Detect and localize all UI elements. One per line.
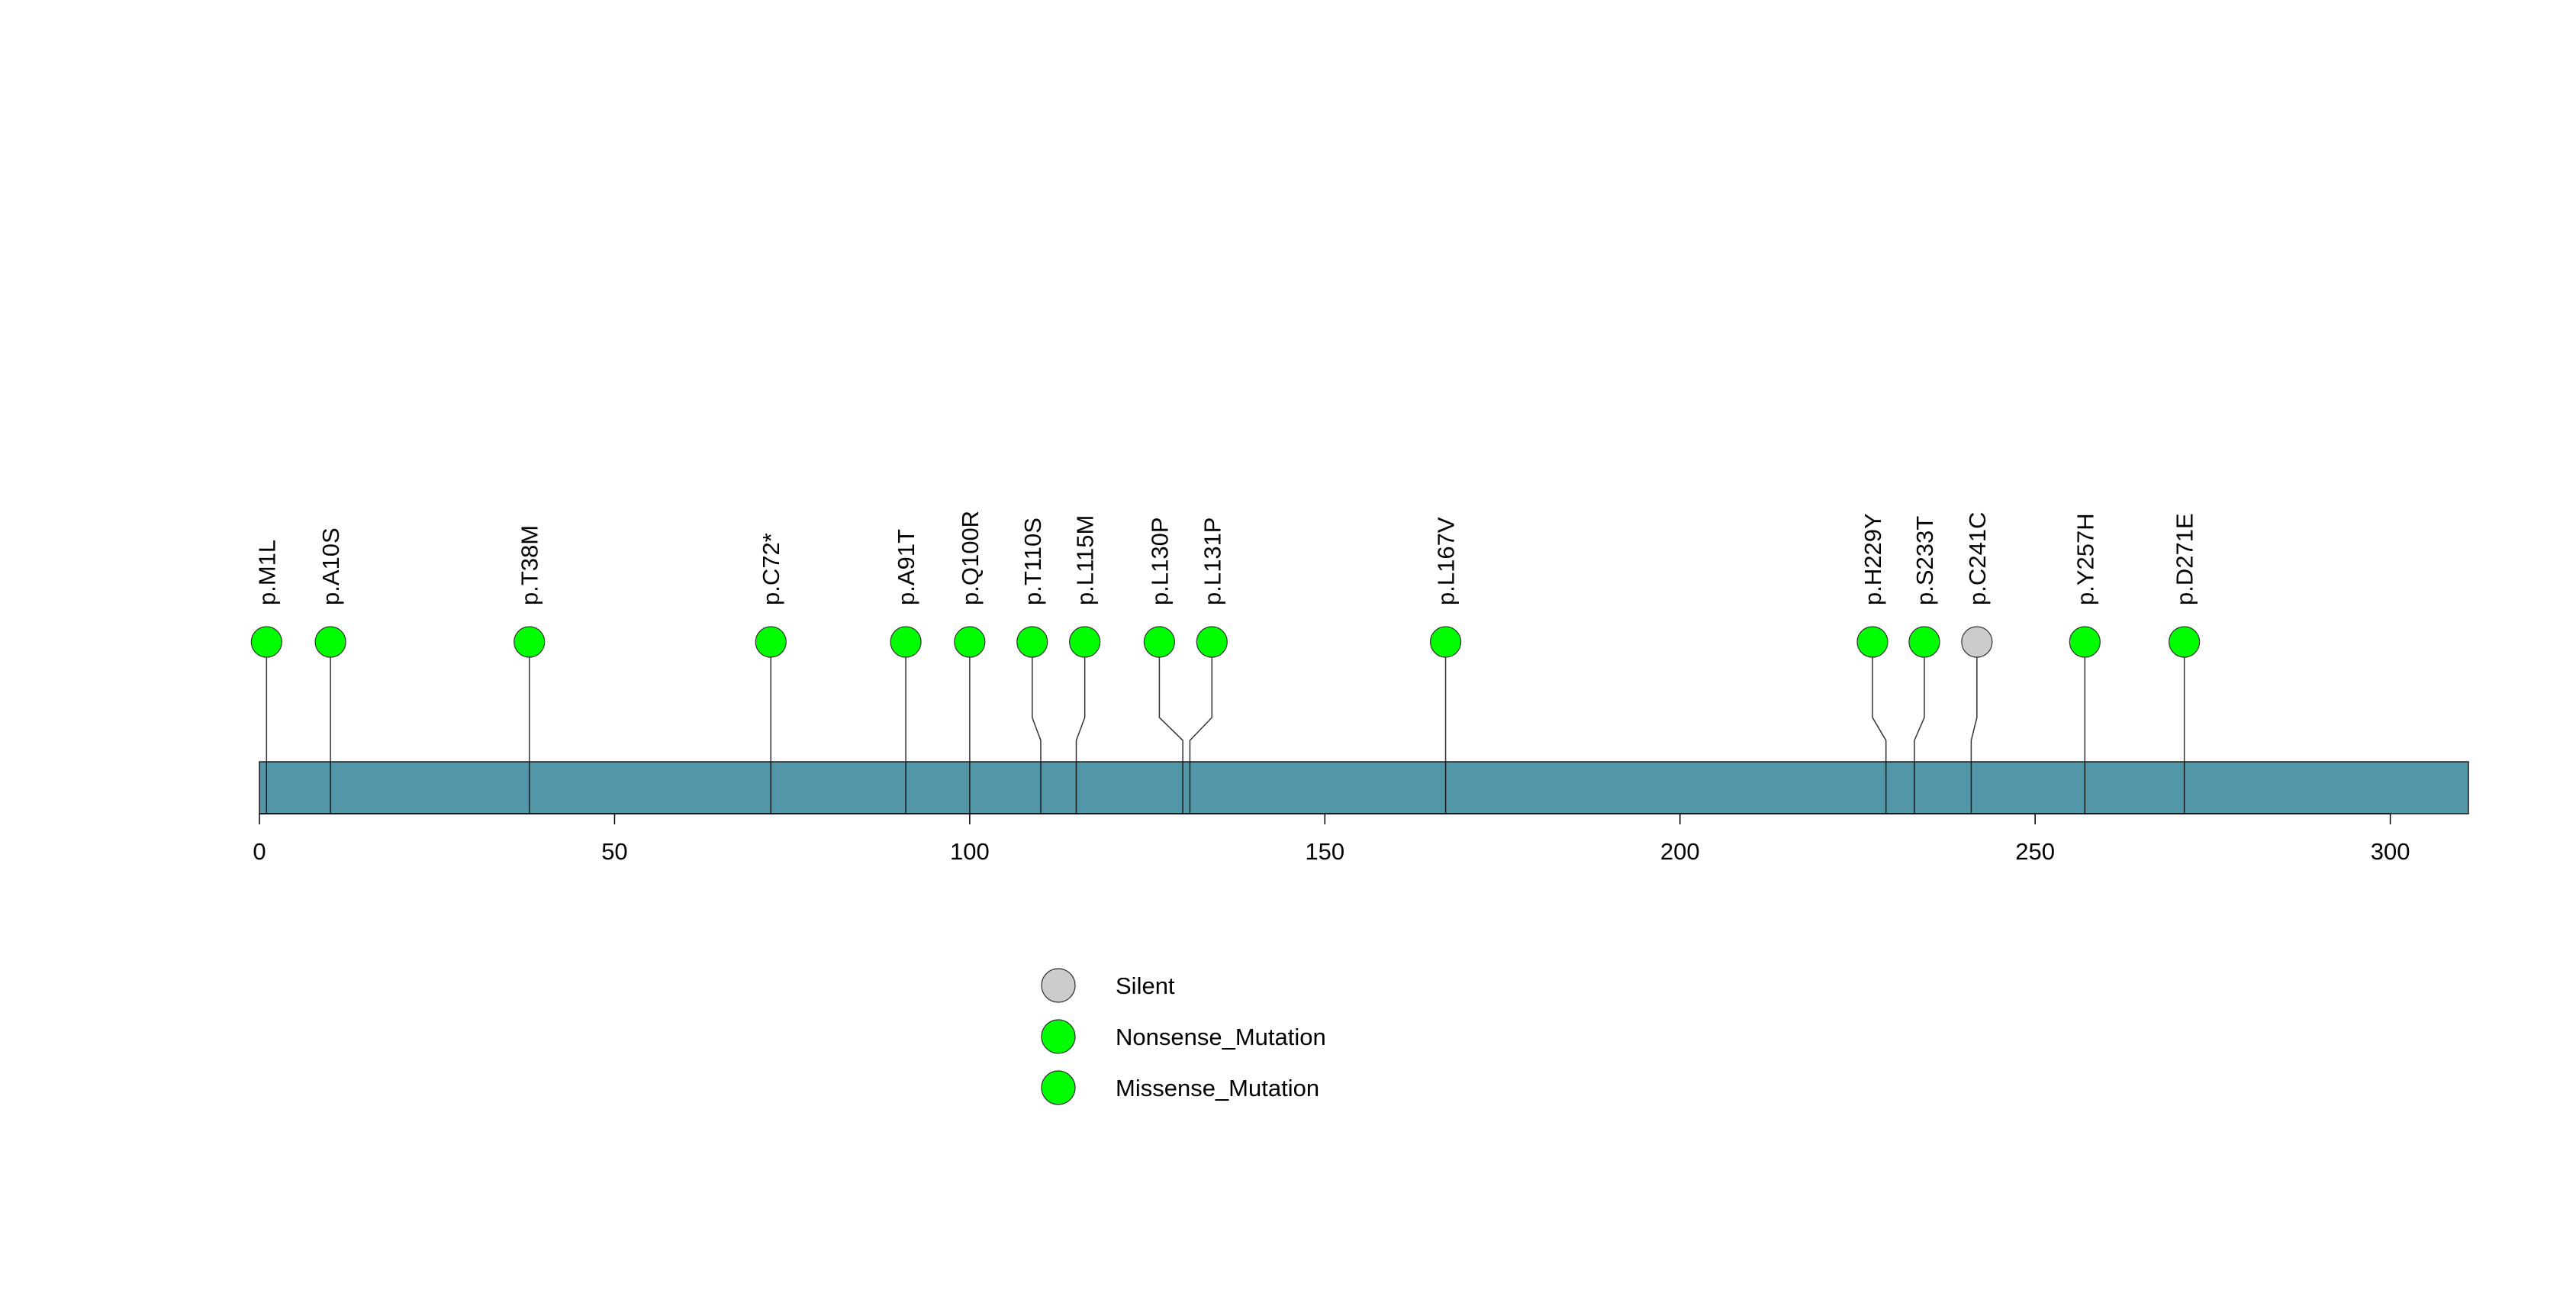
legend-label: Nonsense_Mutation xyxy=(1116,1024,1326,1050)
mutation-label: p.A10S xyxy=(317,527,344,605)
mutation-label: p.M1L xyxy=(253,540,280,605)
mutation-label: p.C72* xyxy=(758,533,784,605)
mutation-point xyxy=(514,626,546,658)
mutation-stem xyxy=(1970,642,1978,762)
mutation-label: p.T110S xyxy=(1019,518,1046,605)
mutation-point xyxy=(2069,626,2101,658)
x-tick-label: 100 xyxy=(950,838,990,865)
mutation-site-lines xyxy=(266,762,2185,814)
x-tick-label: 300 xyxy=(2371,838,2410,865)
mutation-labels: p.M1L p.A10S p.T38M p.C72* p.A91T p.Q100R p.T1… xyxy=(253,511,2198,605)
legend-label: Silent xyxy=(1116,972,1175,999)
x-tick-label: 50 xyxy=(601,838,627,865)
mutation-point xyxy=(2169,626,2201,658)
mutation-point xyxy=(954,626,986,658)
legend-marker xyxy=(1041,1070,1076,1105)
mutation-stem xyxy=(1189,642,1213,762)
mutation-point xyxy=(1961,626,1993,658)
mutation-stems xyxy=(266,642,2185,762)
mutation-lollipops xyxy=(250,626,2201,658)
x-tick-label: 200 xyxy=(1660,838,1700,865)
legend-marker xyxy=(1041,1019,1076,1054)
mutation-label: p.Q100R xyxy=(957,511,984,605)
mutation-point xyxy=(250,626,282,658)
mutation-point xyxy=(314,626,346,658)
mutation-point xyxy=(1429,626,1462,658)
mutation-point xyxy=(1196,626,1228,658)
mutation-stem xyxy=(1158,642,1183,762)
mutation-label: p.L131P xyxy=(1199,518,1225,606)
legend-marker xyxy=(1041,968,1076,1003)
x-tick-label: 150 xyxy=(1305,838,1344,865)
mutation-label: p.L130P xyxy=(1146,518,1173,606)
mutation-label: p.T38M xyxy=(517,525,543,605)
mutation-stem xyxy=(1075,642,1086,762)
mutation-label: p.Y257H xyxy=(2072,513,2098,605)
mutation-point xyxy=(1908,626,1940,658)
legend-label: Missense_Mutation xyxy=(1116,1075,1319,1101)
mutation-label: p.A91T xyxy=(893,529,919,605)
x-tick-label: 250 xyxy=(2015,838,2055,865)
mutation-label: p.L115M xyxy=(1072,515,1099,605)
mutation-stem xyxy=(1914,642,1925,762)
mutation-label: p.D271E xyxy=(2172,513,2198,605)
x-axis: 0 50 100 150 200 250 300 xyxy=(253,813,2410,865)
x-tick-label: 0 xyxy=(253,838,266,865)
protein-bar xyxy=(259,761,2469,814)
mutation-point xyxy=(1856,626,1889,658)
mutation-label: p.H229Y xyxy=(1860,513,1886,605)
mutation-point xyxy=(755,626,787,658)
mutation-point xyxy=(1069,626,1101,658)
mutation-label: p.S233T xyxy=(1911,516,1938,605)
mutation-stem xyxy=(1872,642,1887,762)
mutation-point xyxy=(1143,626,1176,658)
mutation-stem xyxy=(1032,642,1042,762)
mutation-point xyxy=(1016,626,1048,658)
mutation-label: p.C241C xyxy=(1964,512,1991,605)
mutation-label: p.L167V xyxy=(1433,517,1460,605)
mutation-point xyxy=(890,626,922,658)
